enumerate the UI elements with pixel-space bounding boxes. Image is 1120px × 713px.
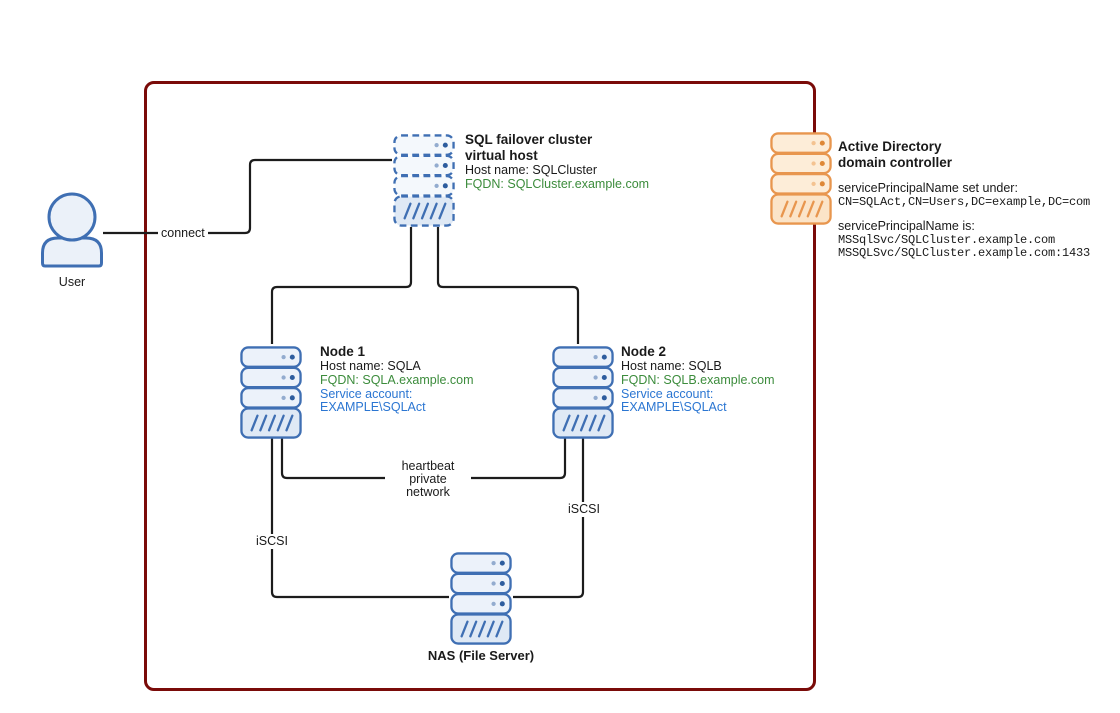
nas-server-icon	[450, 552, 512, 645]
ad-spn-location: CN=SQLAct,CN=Users,DC=example,DC=com	[838, 194, 1091, 209]
node2-server-icon	[552, 346, 614, 439]
user-label: User	[58, 275, 86, 289]
node1-text-block: Node 1 Host name: SQLA FQDN: SQLA.exampl…	[320, 344, 474, 415]
iscsi-left-label: iSCSI	[249, 534, 295, 549]
heartbeat-label-line3: network	[406, 485, 450, 499]
ad-spn-set-label: servicePrincipalName set under:	[838, 181, 1018, 195]
ad-spn-is-label: servicePrincipalName is:	[838, 219, 975, 233]
node1-server-icon	[240, 346, 302, 439]
ad-spn-value-1: MSSqlSvc/SQLCluster.example.com	[838, 232, 1056, 247]
user-icon	[41, 192, 103, 268]
node1-hostname: Host name: SQLA	[320, 359, 421, 373]
connect-label: connect	[158, 226, 208, 241]
active-directory-server-icon	[770, 132, 832, 225]
cluster-boundary-box	[144, 81, 816, 691]
nas-label: NAS (File Server)	[427, 648, 535, 663]
cluster-text-block: SQL failover cluster virtual host Host n…	[465, 132, 649, 192]
node2-service-account-value: EXAMPLE\SQLAct	[621, 400, 727, 415]
node2-text-block: Node 2 Host name: SQLB FQDN: SQLB.exampl…	[621, 344, 775, 415]
node1-fqdn: FQDN: SQLA.example.com	[320, 372, 474, 387]
node1-service-account-value: EXAMPLE\SQLAct	[320, 400, 426, 415]
iscsi-right-label: iSCSI	[561, 502, 607, 517]
node1-title: Node 1	[320, 344, 366, 359]
cluster-hostname: Host name: SQLCluster	[465, 163, 597, 177]
cluster-title-2: virtual host	[465, 148, 538, 163]
ad-title: Active Directory	[838, 139, 942, 154]
ad-text-block: Active Directory domain controller servi…	[838, 139, 1090, 260]
ad-title-2: domain controller	[838, 155, 953, 170]
ad-spn-value-2: MSSQLSvc/SQLCluster.example.com:1433	[838, 246, 1091, 260]
node1-service-account-label: Service account:	[320, 386, 413, 401]
node2-hostname: Host name: SQLB	[621, 359, 722, 373]
sql-cluster-virtual-host-icon	[393, 134, 455, 227]
node2-service-account-label: Service account:	[621, 386, 714, 401]
heartbeat-label: heartbeat private network	[385, 459, 471, 500]
cluster-title: SQL failover cluster	[465, 132, 593, 147]
node2-fqdn: FQDN: SQLB.example.com	[621, 372, 775, 387]
node2-title: Node 2	[621, 344, 667, 359]
cluster-fqdn: FQDN: SQLCluster.example.com	[465, 176, 650, 191]
